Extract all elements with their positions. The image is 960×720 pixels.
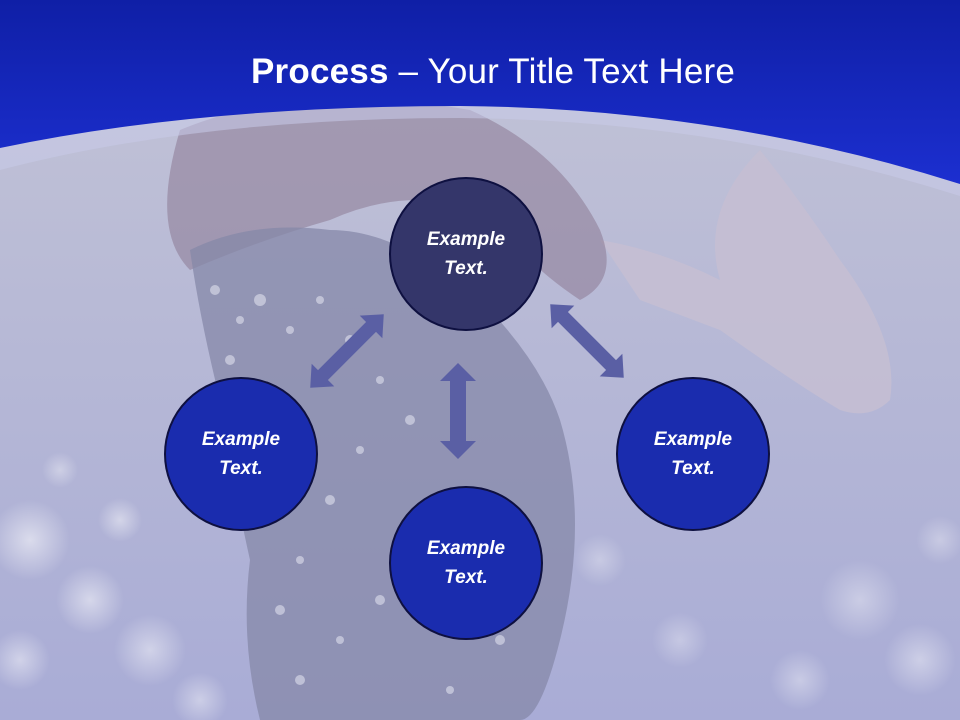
node-top-text: Example Text. (426, 229, 506, 279)
node-left-text: Example Text. (201, 429, 281, 479)
title-dash: – (388, 52, 428, 91)
process-node-left[interactable]: Example Text. (164, 377, 318, 531)
double-arrow-vertical (440, 363, 476, 459)
process-node-top[interactable]: Example Text. (389, 177, 543, 331)
title-bold: Process (251, 52, 389, 91)
process-node-bottom[interactable]: Example Text. (389, 486, 543, 640)
node-right-text: Example Text. (653, 429, 733, 479)
title-rest: Your Title Text Here (427, 52, 735, 91)
header-band (0, 0, 960, 196)
double-arrow-left (310, 314, 384, 388)
process-node-right[interactable]: Example Text. (616, 377, 770, 531)
node-bottom-text: Example Text. (426, 538, 506, 588)
double-arrow-right (550, 304, 624, 378)
slide-title: Process – Your Title Text Here (0, 52, 960, 92)
